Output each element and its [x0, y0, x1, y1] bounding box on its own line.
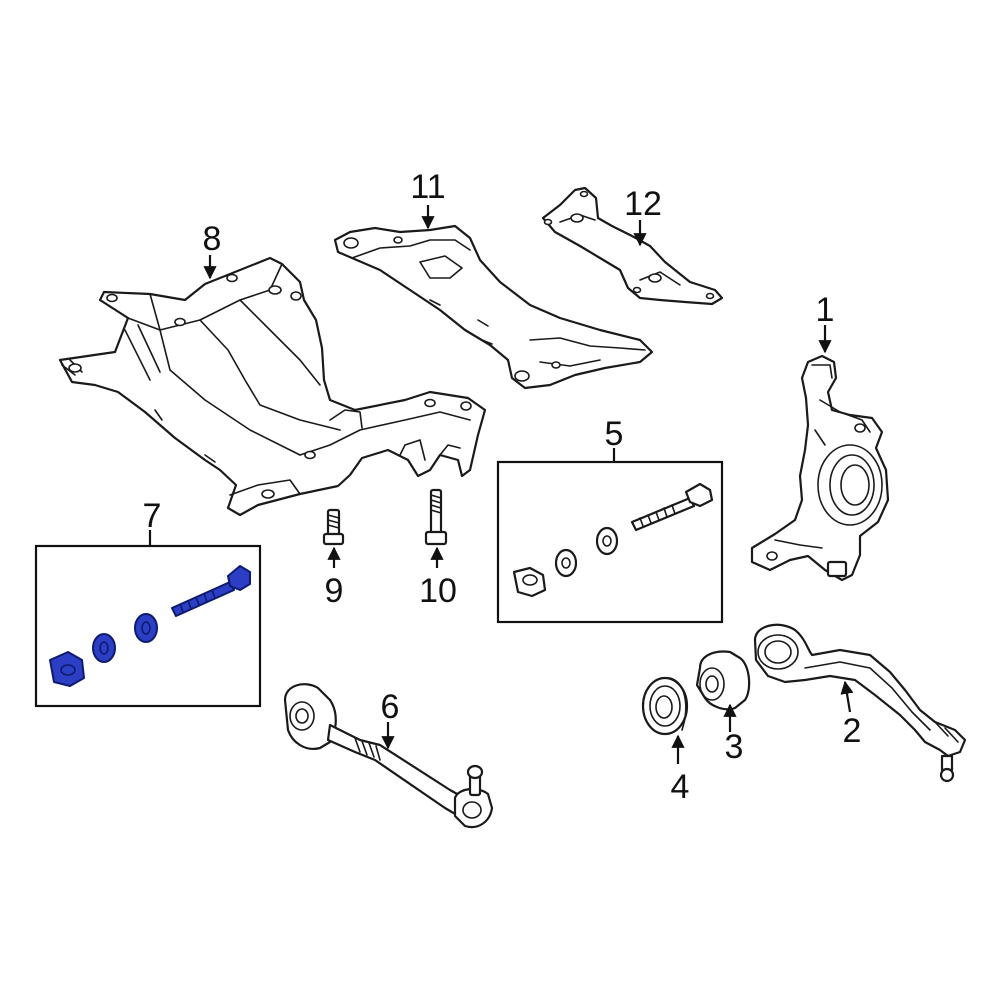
callout-number-5: 5	[605, 415, 624, 453]
callout-number-1: 1	[816, 291, 835, 329]
mount-part-4[interactable]	[641, 676, 689, 736]
hardware-kit-part-5[interactable]	[512, 482, 714, 598]
splash-shield-part-11[interactable]	[333, 224, 654, 390]
hardware-kit-part-7-highlighted[interactable]	[49, 565, 251, 687]
callout-number-9: 9	[325, 572, 344, 610]
brace-part-12[interactable]	[541, 186, 724, 306]
steering-knuckle-part-1[interactable]	[750, 354, 890, 582]
bushing-part-3[interactable]	[695, 650, 751, 711]
callout-number-4: 4	[671, 768, 690, 806]
bolt-part-10[interactable]	[424, 488, 448, 546]
bolt-part-9[interactable]	[322, 508, 345, 546]
callout-number-10: 10	[419, 572, 457, 610]
tension-strut-part-6[interactable]	[283, 683, 494, 829]
callout-number-11: 11	[410, 168, 445, 206]
callout-number-3: 3	[725, 728, 744, 766]
callout-number-12: 12	[624, 185, 662, 223]
callout-arrows	[148, 205, 854, 764]
control-arm-part-2[interactable]	[753, 623, 967, 783]
hardware-box-5	[496, 460, 724, 624]
callout-number-7: 7	[143, 497, 162, 535]
callout-number-2: 2	[843, 712, 862, 750]
subframe-part-8[interactable]	[58, 256, 487, 517]
callout-number-8: 8	[203, 220, 222, 258]
hardware-box-7	[34, 544, 262, 708]
callout-number-6: 6	[381, 688, 400, 726]
